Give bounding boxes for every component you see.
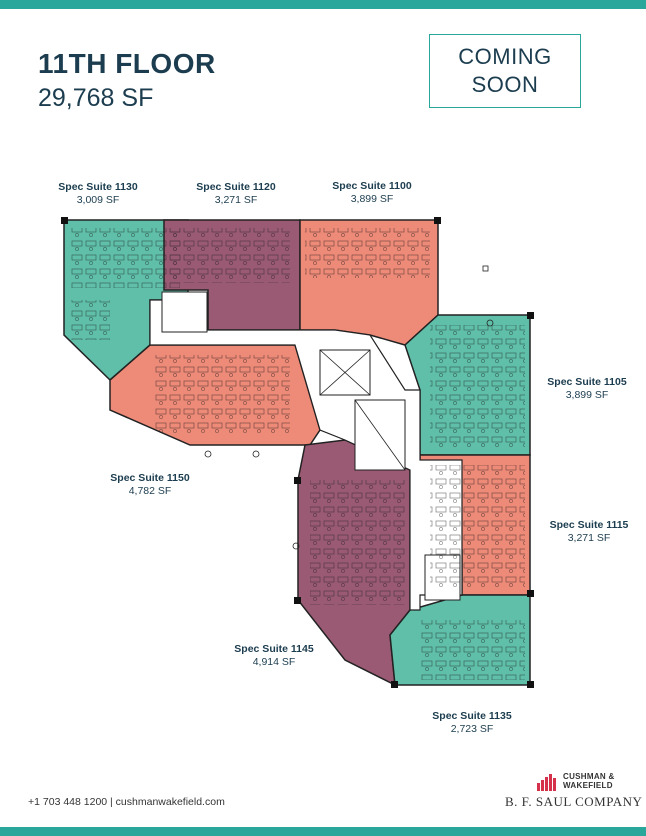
cushman-wakefield-logo: CUSHMAN & WAKEFIELD xyxy=(537,771,629,793)
furniture-layout xyxy=(70,228,525,680)
top-accent-bar xyxy=(0,0,646,9)
contact-info: +1 703 448 1200 | cushmanwakefield.com xyxy=(28,796,225,808)
bottom-accent-bar xyxy=(0,827,646,836)
coming-soon-badge: COMING SOON xyxy=(429,34,581,108)
exterior-columns xyxy=(204,319,494,550)
stair-core-north xyxy=(161,291,208,333)
structural-columns xyxy=(61,217,534,688)
cushman-wakefield-logo-icon xyxy=(537,774,556,791)
badge-line-1: COMING xyxy=(458,44,552,69)
bf-saul-logo: B. F. SAUL COMPANY xyxy=(505,794,643,809)
badge-line-2: SOON xyxy=(471,72,539,97)
floor-total-area: 29,768 SF xyxy=(38,84,154,112)
building-core xyxy=(149,299,463,611)
floor-title: 11TH FLOOR xyxy=(38,48,216,79)
